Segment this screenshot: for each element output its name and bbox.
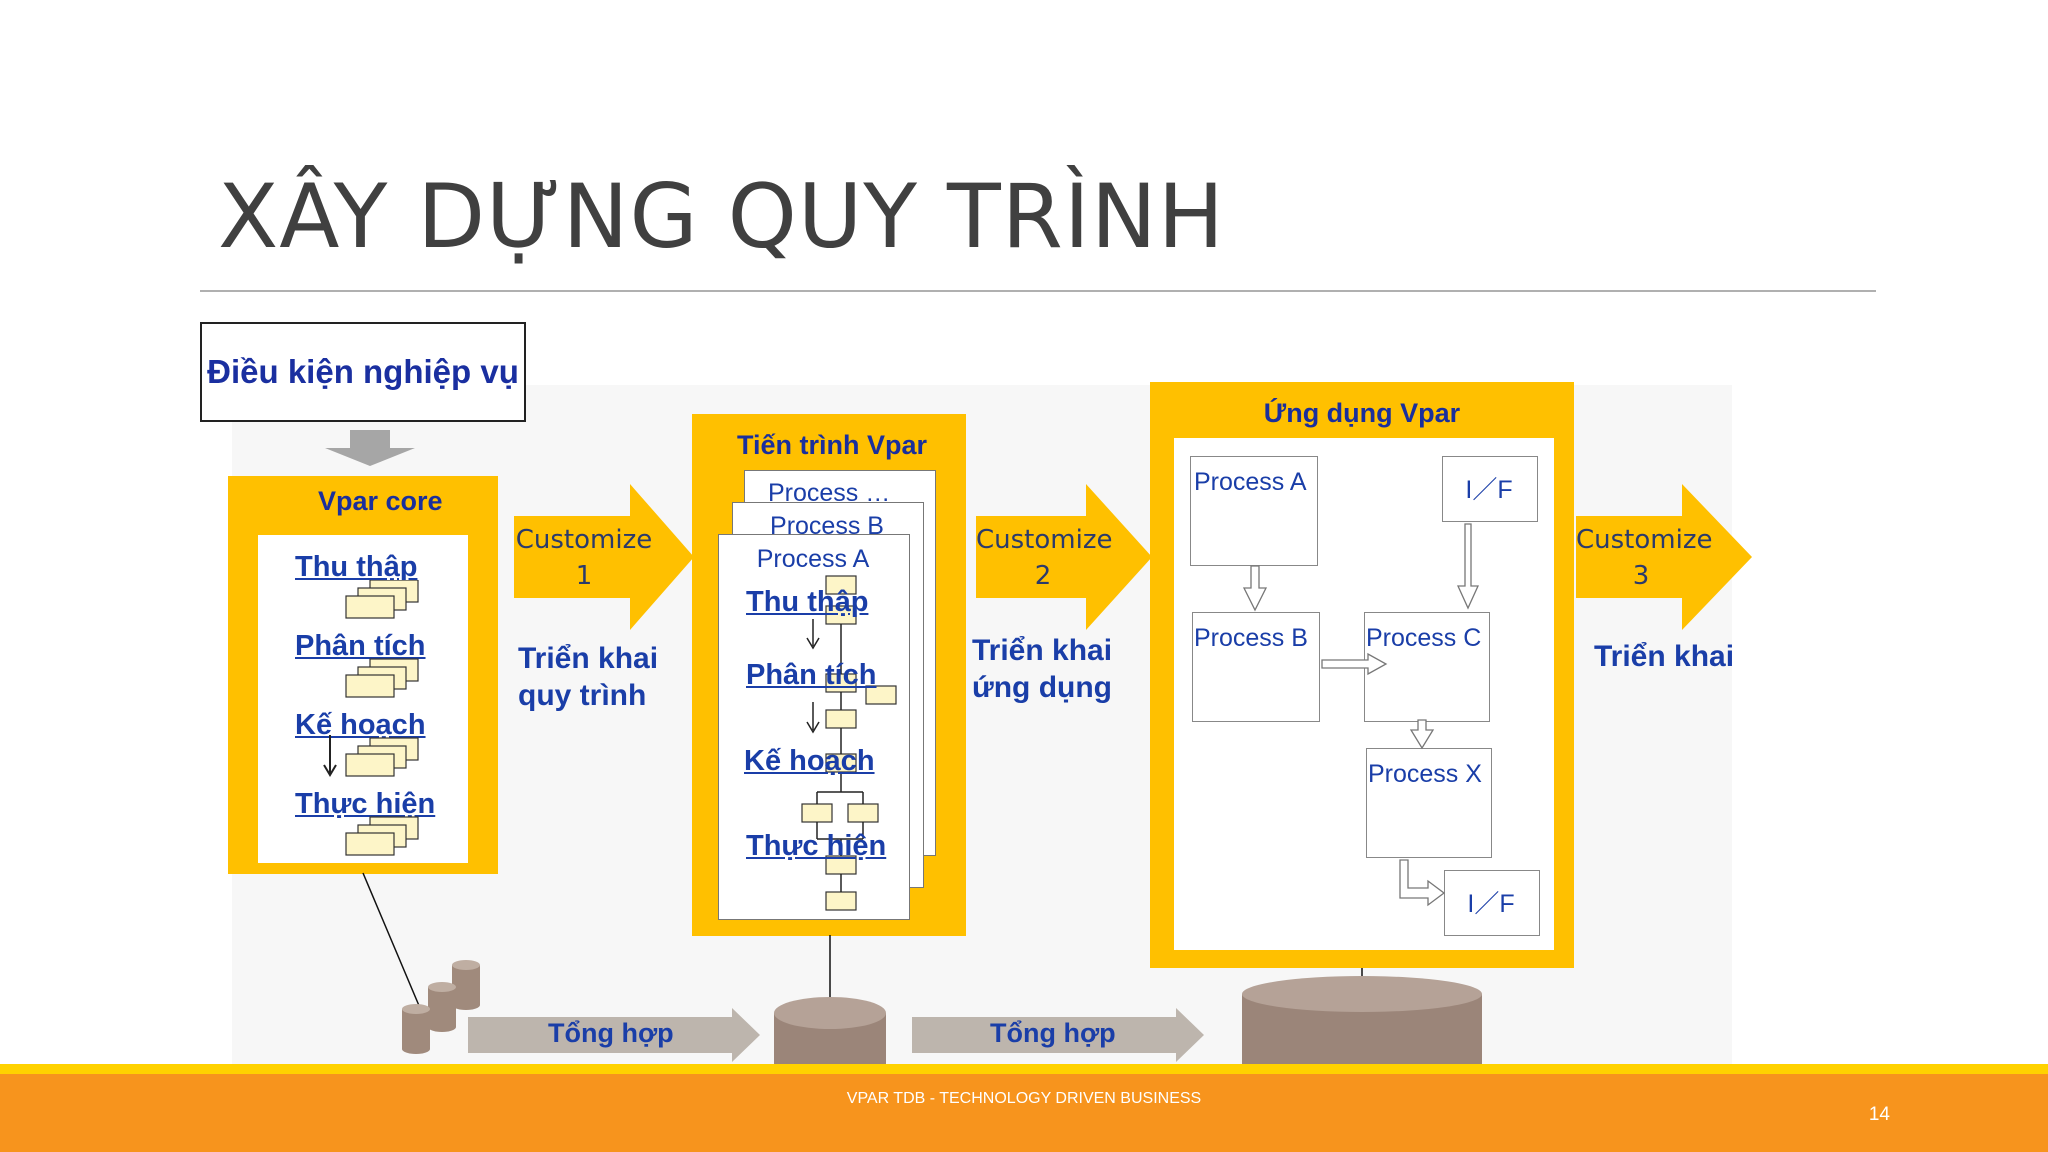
vpar-application-heading: Ứng dụng Vpar	[1263, 398, 1461, 428]
process-card-a	[718, 534, 910, 920]
app-process-c	[1364, 612, 1490, 722]
process-step-execute[interactable]: Thực hiện	[746, 830, 887, 862]
app-process-a	[1190, 456, 1318, 566]
summary-arrow-2-icon	[912, 1008, 1204, 1062]
app-process-x	[1366, 748, 1492, 858]
process-step-plan[interactable]: Kế hoạch	[744, 745, 875, 777]
vpar-core-heading: Vpar core	[318, 486, 443, 516]
process-step-collect[interactable]: Thu thập	[746, 586, 869, 618]
large-database-icon	[1242, 968, 1482, 1064]
vpar-process-heading: Tiến trình Vpar	[737, 430, 928, 460]
app-interface-top-label: I／F	[1465, 476, 1513, 504]
summary-label-2: Tổng hợp	[990, 1018, 1116, 1048]
medium-database-icon	[774, 935, 886, 1069]
core-step-plan[interactable]: Kế hoạch	[295, 709, 426, 741]
footer-accent-stripe	[0, 1064, 2048, 1074]
document-stack-icons	[345, 580, 419, 856]
summary-label-1: Tổng hợp	[548, 1018, 674, 1048]
customize-1-arrow-icon	[514, 484, 694, 630]
app-process-b	[1192, 612, 1320, 722]
app-interface-top	[1442, 456, 1538, 522]
app-process-a-label: Process A	[1194, 468, 1307, 496]
small-database-icon	[402, 960, 480, 1054]
process-step-analyze[interactable]: Phân tích	[746, 659, 877, 691]
app-process-x-label: Process X	[1368, 760, 1482, 788]
app-process-b-label: Process B	[1194, 624, 1308, 652]
core-step-execute[interactable]: Thực hiện	[295, 788, 436, 820]
core-step-analyze[interactable]: Phân tích	[295, 630, 426, 662]
app-interface-bottom	[1444, 870, 1540, 936]
footer-text: VPAR TDB - TECHNOLOGY DRIVEN BUSINESS	[846, 1090, 1202, 1107]
process-flow-icons	[801, 575, 897, 911]
core-connector-line	[362, 872, 421, 1009]
down-arrow-icon	[325, 430, 415, 466]
title-divider	[200, 290, 1876, 292]
deploy-text: Triển khai	[1594, 640, 1735, 673]
small-down-arrow-icon	[323, 735, 337, 777]
process-card-a-label: Process A	[756, 545, 870, 573]
customize-2-arrow-icon	[976, 484, 1152, 630]
app-process-c-label: Process C	[1366, 624, 1482, 652]
customize-3-arrow-icon	[1576, 484, 1752, 630]
page-number: 14	[1868, 1104, 1890, 1125]
footer-bar	[0, 1074, 2048, 1152]
page-title: XÂY DỰNG QUY TRÌNH	[218, 165, 1225, 268]
summary-arrow-1-icon	[468, 1008, 760, 1062]
app-flow-arrows	[1242, 523, 1480, 907]
app-interface-bottom-label: I／F	[1467, 890, 1515, 918]
business-condition-box: Điều kiện nghiệp vụ	[200, 322, 526, 422]
core-step-collect[interactable]: Thu thập	[295, 551, 418, 583]
